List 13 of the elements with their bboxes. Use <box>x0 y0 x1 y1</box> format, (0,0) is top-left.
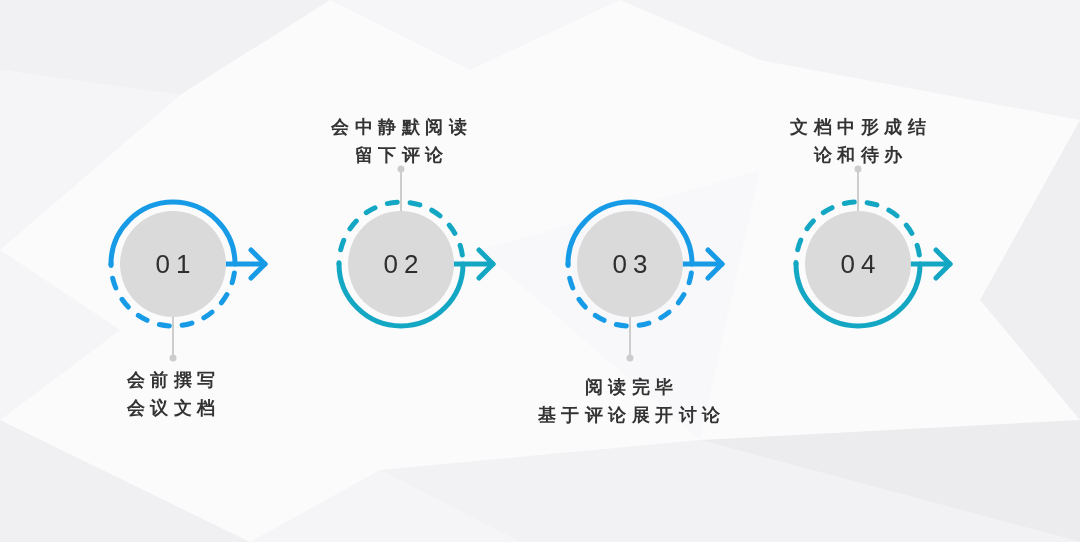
leader-line <box>854 165 862 212</box>
leader-line <box>397 165 405 212</box>
leader-line <box>169 316 177 362</box>
leader-line <box>626 316 634 362</box>
step-text: 留下评论 <box>353 144 450 167</box>
step-text: 会中静默阅读 <box>330 116 473 139</box>
number-circle: 04 <box>805 211 911 317</box>
step-text: 会前撰写会议文档 <box>125 369 222 420</box>
step-text: 基于评论展开讨论 <box>536 404 726 427</box>
step-text: 文档中形成结论和待办 <box>789 116 933 167</box>
step-text: 阅读完毕 <box>583 376 680 399</box>
number-circle: 02 <box>348 211 454 317</box>
number-circle: 01 <box>120 211 226 317</box>
